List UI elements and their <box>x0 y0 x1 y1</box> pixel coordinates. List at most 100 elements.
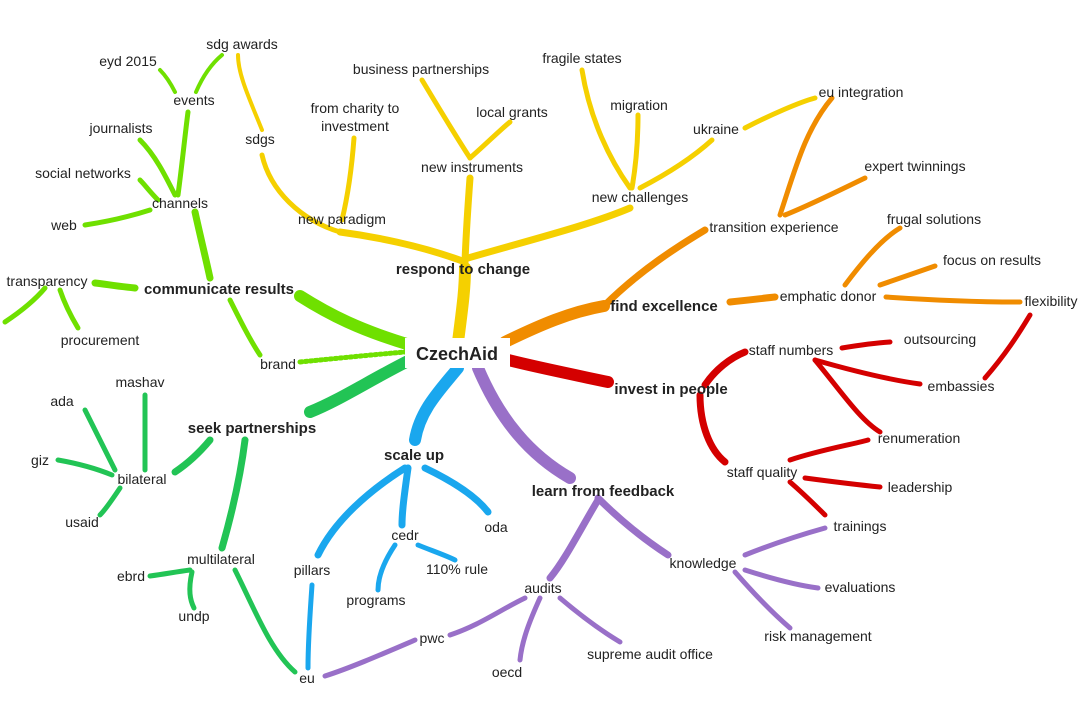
line-respond-to-change <box>452 262 471 348</box>
node-eu-integration[interactable]: eu integration <box>819 84 904 100</box>
line-web <box>82 207 153 228</box>
node-social-networks[interactable]: social networks <box>35 165 131 181</box>
node-brand[interactable]: brand <box>260 356 296 372</box>
topic-invest-in-people[interactable]: invest in people <box>614 381 727 398</box>
line-focus-on-results <box>877 263 938 288</box>
node-new-paradigm[interactable]: new paradigm <box>298 211 386 227</box>
line-new-paradigm <box>336 228 469 266</box>
topic-respond-to-change[interactable]: respond to change <box>396 261 530 278</box>
node-embassies[interactable]: embassies <box>928 378 995 394</box>
node-web[interactable]: web <box>50 217 77 233</box>
center-node[interactable]: CzechAid <box>416 344 498 364</box>
node-eu[interactable]: eu <box>299 670 315 686</box>
line-staff-quality <box>696 391 729 466</box>
line-programs <box>375 542 398 593</box>
node-staff-quality[interactable]: staff quality <box>727 464 798 480</box>
node-ukraine[interactable]: ukraine <box>693 121 739 137</box>
node-multilateral[interactable]: multilateral <box>187 551 255 567</box>
line-knowledge <box>594 494 672 559</box>
line-flexibility-red <box>982 312 1033 381</box>
line-110-rule <box>415 542 458 563</box>
line-trainings-red <box>787 479 828 518</box>
node-transition-experience[interactable]: transition experience <box>709 219 838 235</box>
line-fragile-states <box>579 67 633 191</box>
node-events[interactable]: events <box>173 92 214 108</box>
line-scale-up <box>409 362 464 446</box>
node-audits[interactable]: audits <box>524 580 561 596</box>
node-migration[interactable]: migration <box>610 97 668 113</box>
line-ada <box>82 407 118 473</box>
node-new-challenges[interactable]: new challenges <box>592 189 689 205</box>
node-expert-twinnings[interactable]: expert twinnings <box>864 158 965 174</box>
line-business-partnerships <box>419 77 473 161</box>
node-from-charity-line1[interactable]: from charity to <box>311 100 400 116</box>
line-channels <box>191 208 214 282</box>
line-multilateral <box>218 436 249 552</box>
node-transparency[interactable]: transparency <box>7 273 88 289</box>
node-mashav[interactable]: mashav <box>115 374 164 390</box>
line-renumeration <box>812 357 883 435</box>
line-undp <box>187 569 197 611</box>
topic-find-excellence[interactable]: find excellence <box>610 298 718 315</box>
node-renumeration[interactable]: renumeration <box>878 430 961 446</box>
node-risk-management[interactable]: risk management <box>764 628 871 644</box>
node-staff-numbers[interactable]: staff numbers <box>749 342 834 358</box>
node-journalists[interactable]: journalists <box>88 120 152 136</box>
node-fragile-states[interactable]: fragile states <box>542 50 621 66</box>
node-frugal-solutions[interactable]: frugal solutions <box>887 211 981 227</box>
node-knowledge[interactable]: knowledge <box>670 555 737 571</box>
line-bilateral <box>171 436 214 476</box>
line-invest-in-people <box>502 354 614 388</box>
node-pillars[interactable]: pillars <box>294 562 331 578</box>
node-oecd[interactable]: oecd <box>492 664 522 680</box>
node-sdgs[interactable]: sdgs <box>245 131 275 147</box>
node-outsourcing[interactable]: outsourcing <box>904 331 976 347</box>
node-usaid[interactable]: usaid <box>65 514 98 530</box>
line-learn-from-feedback <box>472 362 576 484</box>
node-procurement[interactable]: procurement <box>61 332 140 348</box>
node-leadership[interactable]: leadership <box>888 479 953 495</box>
node-business-partnerships[interactable]: business partnerships <box>353 61 489 77</box>
node-undp[interactable]: undp <box>178 608 209 624</box>
topic-communicate-results[interactable]: communicate results <box>144 281 294 298</box>
line-oecd <box>517 595 543 663</box>
topic-learn-from-feedback[interactable]: learn from feedback <box>532 483 675 500</box>
node-new-instruments[interactable]: new instruments <box>421 159 523 175</box>
line-find-excellence <box>499 300 610 348</box>
node-from-charity-line2[interactable]: investment <box>321 118 389 134</box>
line-embassies <box>812 357 923 387</box>
node-trainings[interactable]: trainings <box>834 518 887 534</box>
node-evaluations[interactable]: evaluations <box>825 579 896 595</box>
node-flexibility[interactable]: flexibility <box>1025 293 1078 309</box>
node-cedr[interactable]: cedr <box>391 527 419 543</box>
line-audits <box>546 496 602 582</box>
line-communicate-results <box>294 290 416 351</box>
line-events <box>175 109 191 198</box>
line-pwc <box>447 595 528 638</box>
node-channels[interactable]: channels <box>152 195 208 211</box>
topic-seek-partnerships[interactable]: seek partnerships <box>188 420 316 437</box>
node-eyd-2015[interactable]: eyd 2015 <box>99 53 157 69</box>
node-programs[interactable]: programs <box>346 592 405 608</box>
line-ebrd <box>147 567 193 579</box>
node-supreme-audit-office[interactable]: supreme audit office <box>587 646 713 662</box>
node-giz[interactable]: giz <box>31 452 49 468</box>
node-sdg-awards[interactable]: sdg awards <box>206 36 278 52</box>
line-ukraine <box>637 137 715 191</box>
node-pwc[interactable]: pwc <box>420 630 445 646</box>
node-ada[interactable]: ada <box>50 393 74 409</box>
node-ebrd[interactable]: ebrd <box>117 568 145 584</box>
line-transparency-left <box>2 285 48 325</box>
topic-scale-up[interactable]: scale up <box>384 447 444 464</box>
line-seek-partnerships <box>304 354 416 418</box>
line-staff-numbers <box>701 348 749 389</box>
node-110-rule[interactable]: 110% rule <box>426 561 488 577</box>
line-transparency <box>91 279 139 292</box>
node-local-grants[interactable]: local grants <box>476 104 548 120</box>
line-trainings <box>742 525 828 558</box>
node-focus-on-results[interactable]: focus on results <box>943 252 1041 268</box>
node-bilateral[interactable]: bilateral <box>117 471 166 487</box>
node-oda[interactable]: oda <box>484 519 508 535</box>
node-emphatic-donor[interactable]: emphatic donor <box>780 288 877 304</box>
